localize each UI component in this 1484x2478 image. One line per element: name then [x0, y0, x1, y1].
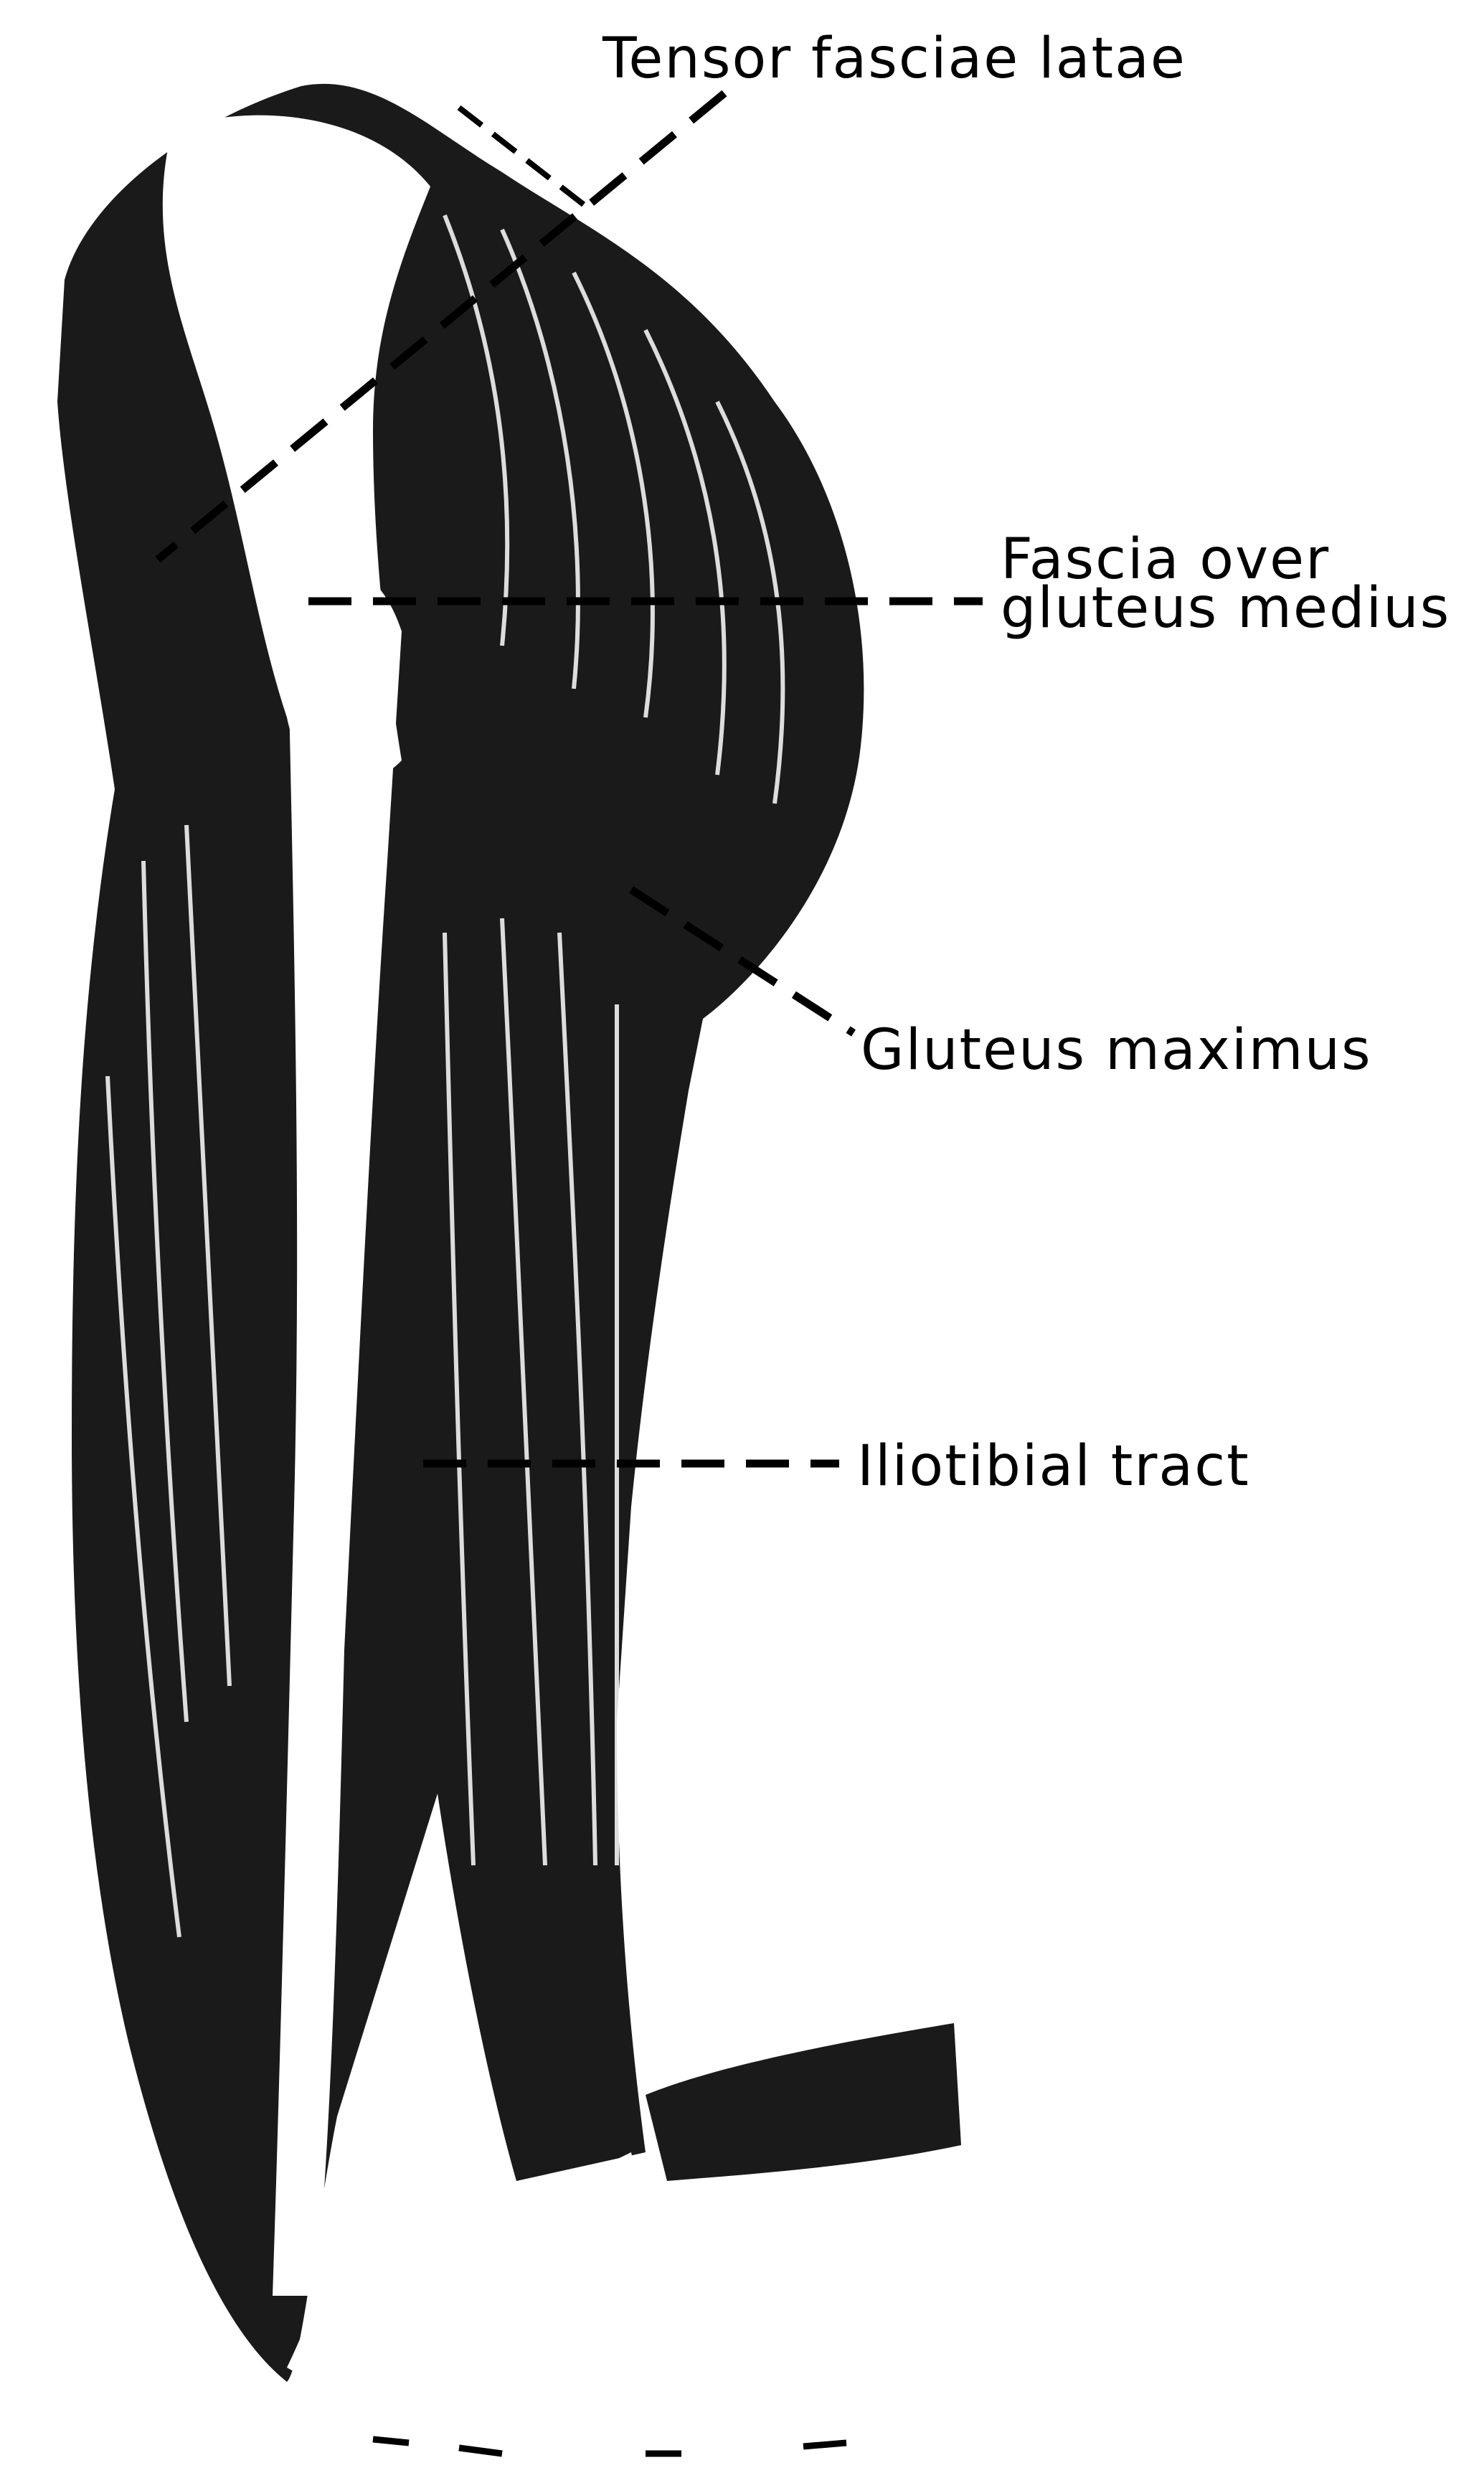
label-tensor-text: Tensor fasciae latae	[602, 34, 1186, 83]
label-fascia-over-gluteus-medius: Fascia over gluteus medius	[1001, 535, 1450, 633]
knee-tendon	[646, 2023, 961, 2181]
label-tensor-fasciae-latae: Tensor fasciae latae	[602, 34, 1186, 83]
label-gluteus-maximus: Gluteus maximus	[861, 1026, 1372, 1075]
label-gluteus-max-text: Gluteus maximus	[861, 1026, 1372, 1075]
knee-region	[287, 2152, 651, 2411]
label-iliotibial-tract: Iliotibial tract	[857, 1442, 1250, 1491]
bottom-marks	[373, 2439, 846, 2454]
thigh-muscles	[57, 84, 961, 2411]
label-iliotibial-text: Iliotibial tract	[857, 1442, 1250, 1491]
label-fascia-line2: gluteus medius	[1001, 584, 1450, 633]
hip-region	[57, 84, 864, 2382]
